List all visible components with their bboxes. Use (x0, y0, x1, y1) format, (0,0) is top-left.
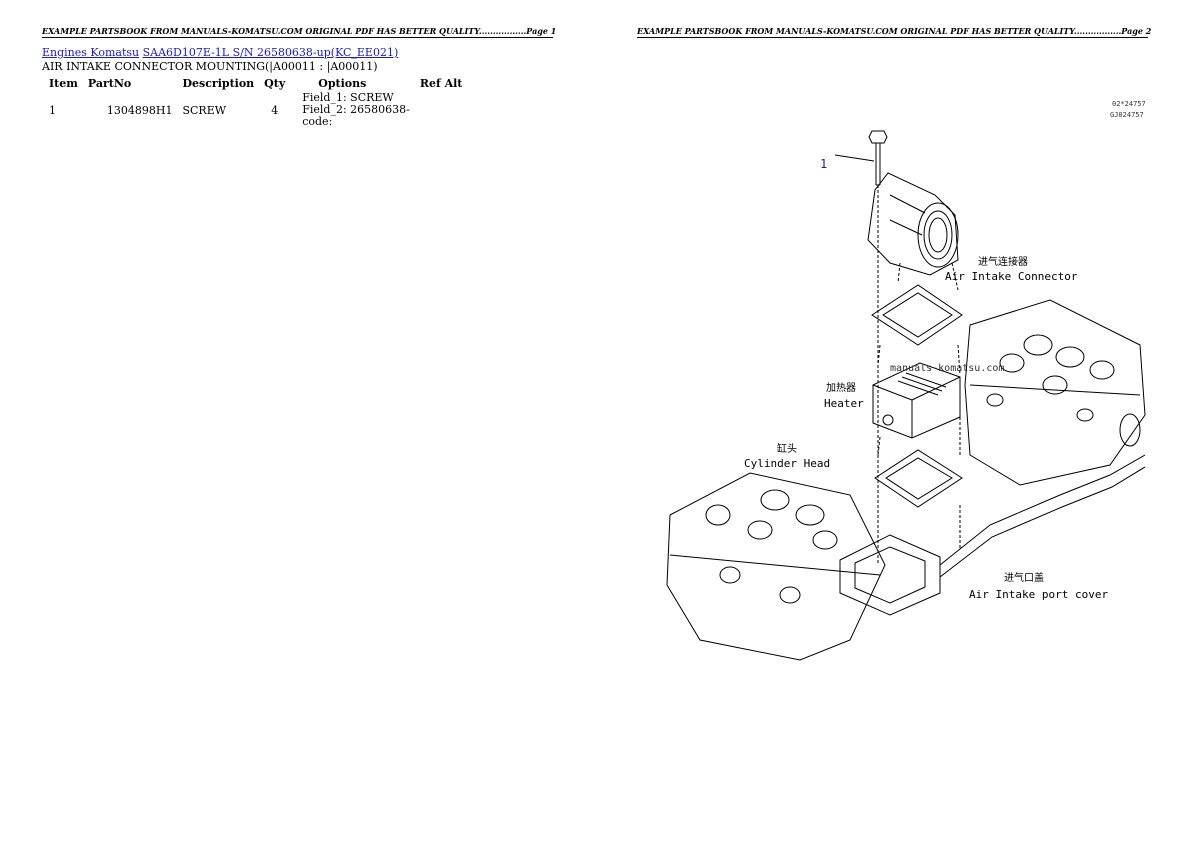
page-1-header: EXAMPLE PARTSBOOK FROM MANUALS-KOMATSU.C… (42, 26, 557, 38)
screw-part (868, 130, 888, 186)
cell-refalt (415, 91, 468, 129)
label-air-intake-en: Air Intake Connector (945, 270, 1078, 283)
heater-part (872, 362, 961, 439)
label-air-intake-cn: 进气连接器 (978, 255, 1028, 268)
cylinder-head-left (666, 472, 886, 661)
cylinder-head-right (964, 299, 1146, 486)
gasket-upper (871, 284, 963, 346)
col-partno: PartNo (87, 77, 132, 90)
col-description: Description (182, 77, 255, 90)
cell-options: Field_1: SCREW Field_2: 26580638- code: (290, 91, 415, 129)
options-line-2: Field_2: 26580638- (302, 103, 410, 116)
col-options: Options (318, 77, 367, 90)
section-title: AIR INTAKE CONNECTOR MOUNTING(|A00011 : … (42, 60, 378, 73)
gasket-lower (874, 449, 963, 508)
breadcrumb: Engines Komatsu SAA6D107E-1L S/N 2658063… (42, 46, 398, 59)
drawing-code-1: 02*24757 (1112, 100, 1146, 108)
col-refalt: Ref Alt (419, 77, 463, 90)
parts-table: Item PartNo Description Qty Options Ref … (44, 76, 467, 129)
options-line-1: Field_1: SCREW (302, 91, 394, 104)
watermark: manuals-komatsu.com (890, 363, 1004, 374)
drawing-code-2: GJ024757 (1110, 111, 1144, 119)
air-intake-port-cover-part (839, 534, 941, 616)
col-qty: Qty (264, 77, 286, 90)
breadcrumb-link-engines[interactable]: Engines Komatsu (42, 46, 140, 59)
label-heater-cn: 加热器 (826, 381, 856, 394)
cell-qty: 4 (271, 103, 279, 117)
callout-leader (834, 154, 875, 162)
callout-1[interactable]: 1 (820, 157, 827, 171)
parts-diagram: 02*24757 GJ024757 1 进气连接器 Air Intake Con… (666, 100, 1146, 661)
label-port-cover-en: Air Intake port cover (969, 588, 1108, 601)
cell-item: 1 (49, 103, 56, 117)
label-cylinder-head-cn: 缸头 (777, 442, 797, 455)
cell-description: SCREW (182, 103, 227, 117)
label-cylinder-head-en: Cylinder Head (744, 457, 830, 470)
table-row: 1 1304898H1 SCREW 4 Field_1: SCREW Field… (44, 91, 467, 129)
cell-partno: 1304898H1 (106, 103, 173, 117)
col-item: Item (49, 77, 78, 90)
breadcrumb-link-model[interactable]: SAA6D107E-1L S/N 26580638-up(KC_EE021) (142, 46, 399, 59)
page-2-header: EXAMPLE PARTSBOOK FROM MANUALS-KOMATSU.C… (637, 26, 1152, 38)
label-heater-en: Heater (824, 397, 864, 410)
options-line-3: code: (302, 115, 333, 128)
air-intake-connector-part (867, 172, 959, 276)
table-header-row: Item PartNo Description Qty Options Ref … (44, 76, 467, 91)
label-port-cover-cn: 进气口盖 (1004, 571, 1044, 584)
